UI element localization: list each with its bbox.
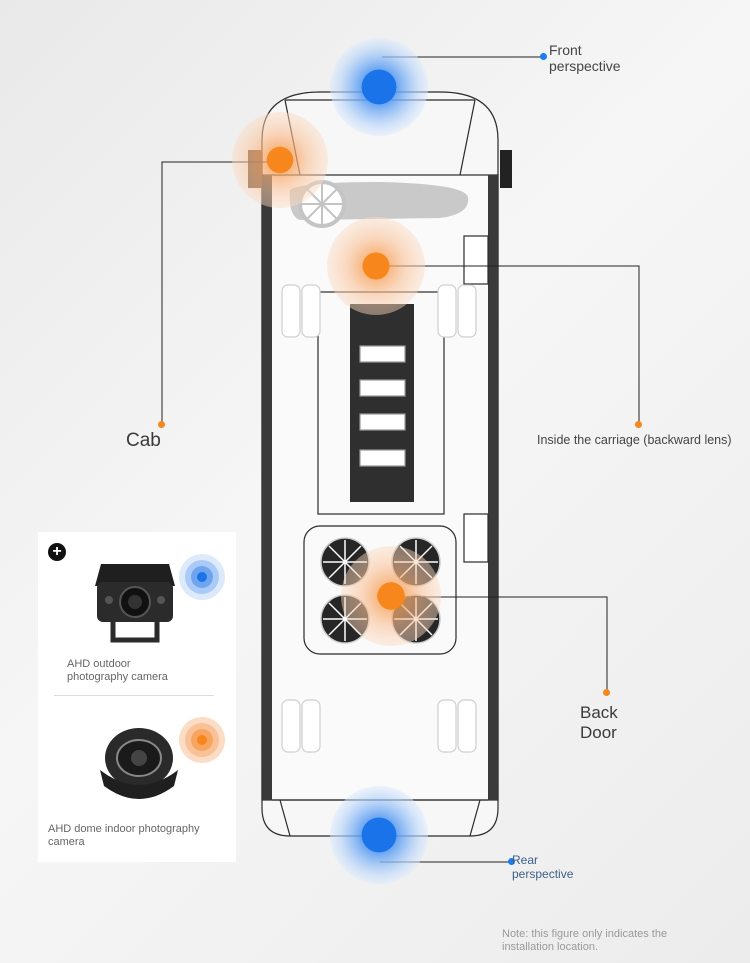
dome-camera-caption: AHD dome indoor photography camera <box>48 823 200 849</box>
installation-note: Note: this figure only indicates the ins… <box>502 928 668 953</box>
carriage-label: Inside the carriage (backward lens) <box>537 433 732 447</box>
outdoor-camera-blue-icon <box>179 554 225 600</box>
cab-label: Cab <box>126 430 161 451</box>
outdoor-camera-image <box>95 564 175 643</box>
front-perspective-label: Front perspective <box>549 42 621 75</box>
camera-marker-back-door <box>341 546 441 646</box>
legend-divider <box>54 695 214 696</box>
dome-camera-image <box>100 728 178 799</box>
dome-camera-orange-icon <box>179 717 225 763</box>
rear-perspective-label: Rear perspective <box>512 853 574 881</box>
outdoor-camera-caption: AHD outdoor photography camera <box>67 658 168 684</box>
back-door-label-dot <box>603 689 610 696</box>
cab-label-dot <box>158 421 165 428</box>
front-label-dot <box>540 53 547 60</box>
van-outline <box>248 91 512 837</box>
rear-label-dot <box>508 858 515 865</box>
camera-legend: + AHD outdoor photography camera AHD dom… <box>38 532 236 862</box>
back-door-label: Back Door <box>580 703 618 742</box>
camera-marker-cab <box>232 112 328 208</box>
camera-marker-carriage <box>327 217 425 315</box>
camera-marker-front <box>330 38 428 136</box>
carriage-label-dot <box>635 421 642 428</box>
camera-marker-rear <box>330 786 428 884</box>
plus-icon: + <box>48 543 66 561</box>
seats <box>281 284 477 753</box>
